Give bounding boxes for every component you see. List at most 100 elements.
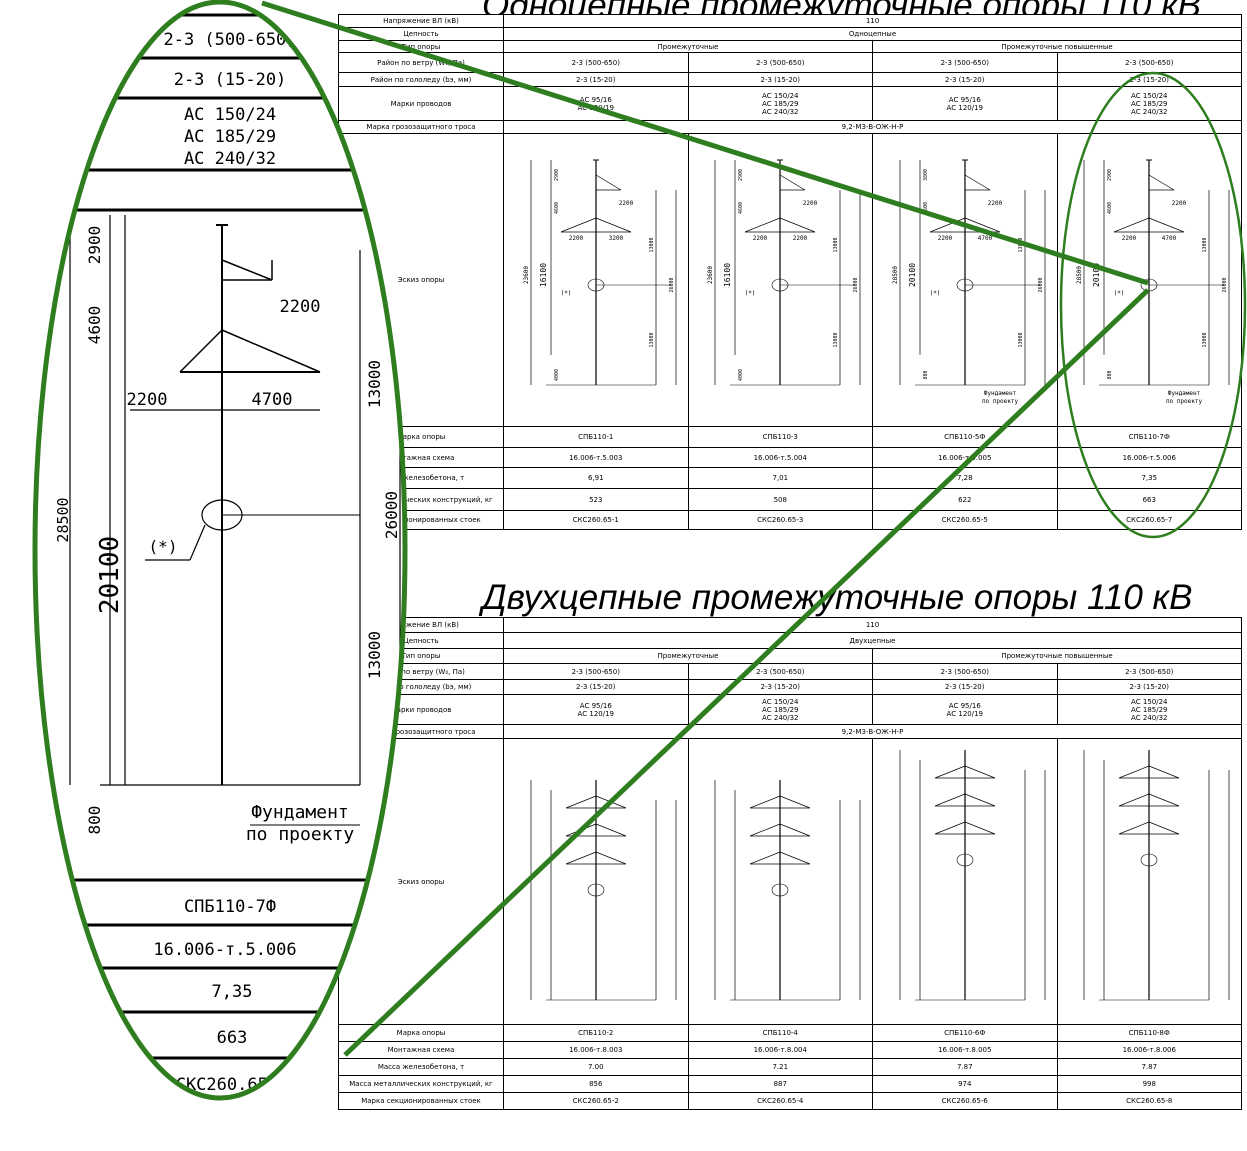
dimension-label: по проекту (1166, 398, 1203, 405)
dimension-label: 2900 (738, 169, 744, 181)
dimension-label: 13000 (1018, 237, 1024, 252)
pole-sketch (503, 738, 689, 1025)
dimension-label: Фундамент (1168, 390, 1201, 397)
dimension-label: 2200 (938, 235, 953, 242)
dimension-label: 2200 (127, 390, 168, 410)
dimension-label: 13000 (833, 332, 839, 347)
dimension-label: 20100 (95, 536, 125, 614)
section-mark: СКС260.65-7 (176, 1075, 289, 1095)
dimension-label: 3200 (609, 235, 624, 242)
pole-sketch (687, 738, 873, 1025)
dimension-label: 4700 (1162, 235, 1177, 242)
dimension-label: по проекту (982, 398, 1019, 405)
dimension-label: 23600 (707, 266, 714, 284)
mount-scheme: 16.006-т.5.006 (153, 940, 296, 960)
dimension-label: 13000 (649, 332, 655, 347)
dimension-label: 4700 (978, 235, 993, 242)
dimension-label: 23600 (523, 266, 530, 284)
dimension-label: 2900 (554, 169, 560, 181)
table-row: Напряжение ВЛ (кВ)110 (338, 617, 1242, 633)
dimension-label: 800 (923, 370, 929, 379)
pole-sketch (872, 738, 1058, 1025)
dimension-label: 28500 (1076, 266, 1083, 284)
dimension-label: 800 (85, 806, 104, 835)
table-row: Район по гололеду (bэ, мм)2-3 (15-20)2-3… (338, 679, 1242, 695)
dimension-label: Фундамент (983, 390, 1016, 397)
table-row: Эскиз опоры (338, 738, 1242, 1025)
pole-mark: СПБ110-7Ф (184, 897, 276, 917)
table-row: Район по ветру (W₀, Па)2-3 (500-650)2-3 … (338, 52, 1242, 73)
dimension-label: 20100 (1092, 263, 1101, 287)
dimension-label: 4600 (923, 202, 929, 214)
metal-mass: 663 (217, 1028, 248, 1048)
dimension-label: 2900 (85, 226, 104, 265)
dimension-label: 28500 (54, 497, 72, 542)
dimension-label: 800 (1107, 370, 1113, 379)
dimension-label: 4700 (252, 390, 293, 410)
dimension-label: 13000 (833, 237, 839, 252)
foundation-label: Фундамент (251, 802, 349, 823)
wire-brand: АС 185/29 (184, 127, 276, 147)
dimension-label: 4000 (554, 369, 560, 381)
dimension-label: 2200 (753, 235, 768, 242)
dimension-label: 2200 (793, 235, 808, 242)
dimension-label: 2200 (1122, 235, 1137, 242)
dimension-label: 16100 (539, 263, 548, 287)
star-note: (*) (149, 537, 178, 556)
dimension-label: 4000 (738, 369, 744, 381)
dimension-label: 4600 (554, 202, 560, 214)
dimension-label: 3800 (923, 169, 929, 181)
dimension-label: (*) (560, 290, 571, 297)
dimension-label: 20100 (908, 263, 917, 287)
dimension-label: (*) (929, 290, 940, 297)
dimension-label: 2200 (803, 200, 818, 207)
pole-sketch (1056, 738, 1242, 1025)
title-double-circuit: Двухцепные промежуточные опоры 110 кВ (482, 578, 1193, 617)
dimension-label: (*) (1114, 290, 1125, 297)
wire-brand: АС 150/24 (184, 105, 276, 125)
concrete-mass: 7,35 (212, 982, 253, 1002)
dimension-label: 2200 (988, 200, 1003, 207)
dimension-label: 28500 (892, 266, 899, 284)
dimension-label: 2200 (569, 235, 584, 242)
wind-region-value: 2-3 (500-650) (163, 30, 296, 50)
dimension-label: 2200 (619, 200, 634, 207)
dimension-label: 13000 (1018, 332, 1024, 347)
dimension-label: 2200 (280, 297, 321, 317)
table-row: Район по гололеду (bэ, мм)2-3 (15-20)2-3… (338, 72, 1242, 87)
dimension-label: 13000 (1202, 237, 1208, 252)
dimension-label: 13000 (1202, 332, 1208, 347)
dimension-label: 4600 (1107, 202, 1113, 214)
table-row: Район по ветру (W₀, Па)2-3 (500-650)2-3 … (338, 663, 1242, 680)
dimension-label: (*) (745, 290, 756, 297)
dimension-label: 2900 (1107, 169, 1113, 181)
wire-brand: АС 240/32 (184, 149, 276, 169)
table-row: Напряжение ВЛ (кВ)110 (338, 14, 1242, 28)
dimension-label: 2200 (1172, 200, 1187, 207)
dimension-label: 16100 (723, 263, 732, 287)
dimension-label: 4600 (738, 202, 744, 214)
